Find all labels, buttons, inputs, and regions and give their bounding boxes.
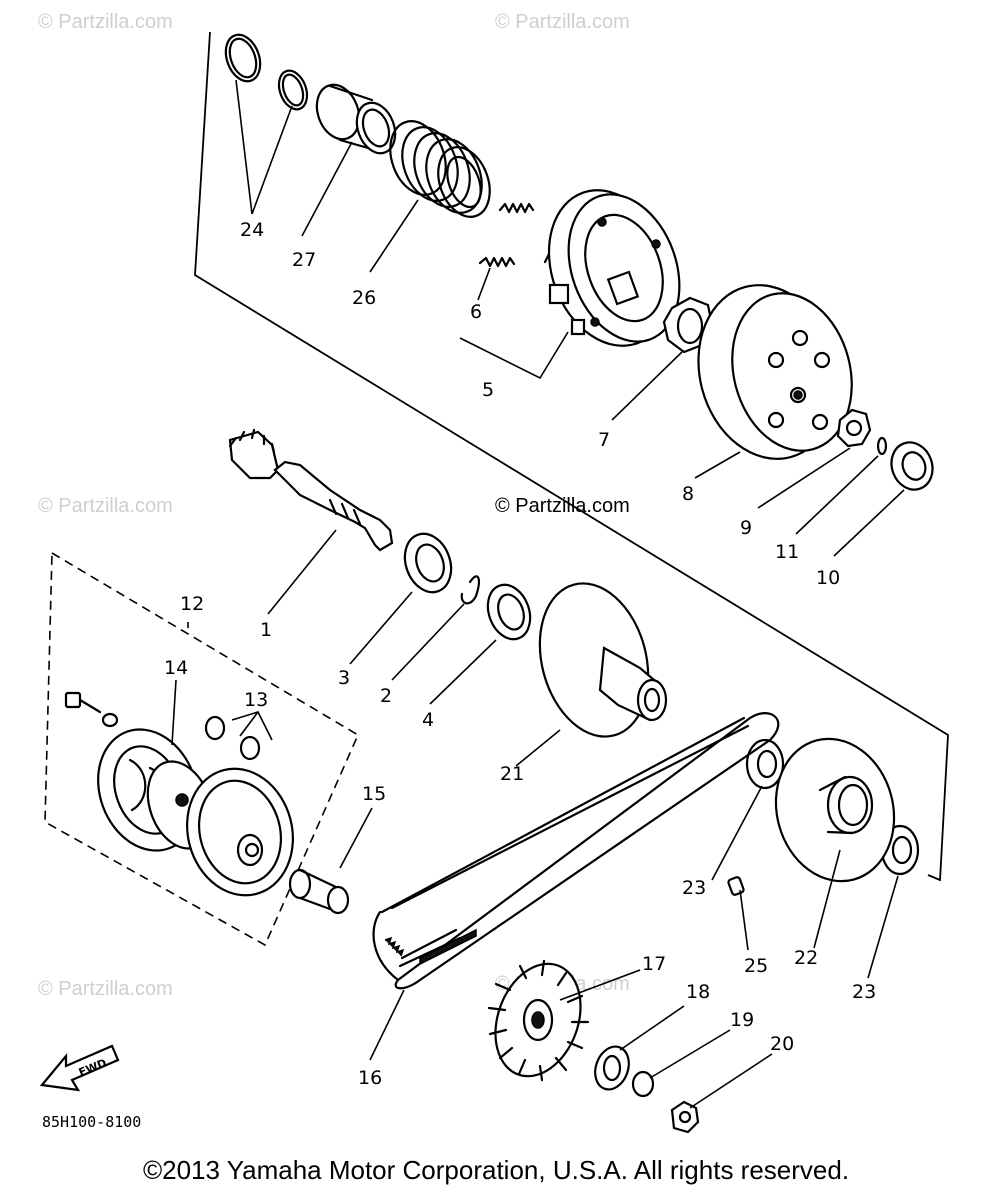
center-watermark: © Partzilla.com: [495, 495, 630, 517]
bearing-part-10: [890, 441, 934, 491]
callout-7: 7: [598, 429, 610, 451]
diagram-code: 85H100-8100: [42, 1113, 141, 1131]
v-belt-part-16: [372, 712, 780, 990]
callout-20: 20: [770, 1033, 794, 1055]
callout-15: 15: [362, 783, 386, 805]
callout-4: 4: [422, 709, 434, 731]
nut-part-18: [594, 1045, 630, 1091]
callout-16: 16: [358, 1067, 382, 1089]
nut-part-9: [836, 408, 872, 448]
watermarks: © Partzilla.com © Partzilla.com © Partzi…: [38, 11, 630, 1000]
callout-23-upper: 23: [682, 877, 706, 899]
callout-24: 24: [240, 219, 264, 241]
movable-sheave-part-14: [97, 728, 214, 852]
callout-27: 27: [292, 249, 316, 271]
clutch-carrier-part-5: [547, 189, 681, 347]
callout-18: 18: [686, 981, 710, 1003]
primary-fixed-sheave-part-21: [538, 582, 668, 738]
washer-part-11: [876, 436, 888, 456]
group-12-dashed-box: [44, 551, 360, 947]
bearing-part-3: [403, 532, 453, 594]
callout-3: 3: [338, 667, 350, 689]
washer-part-19: [631, 1070, 655, 1098]
spring-part-26: [389, 120, 491, 218]
callout-1: 1: [260, 619, 272, 641]
collar-part-15: [288, 868, 350, 915]
nut-part-20: [670, 1100, 700, 1134]
callout-21: 21: [500, 763, 524, 785]
pin-part-25: [727, 876, 745, 896]
leader-lines: [171, 79, 905, 1109]
collar-part-27: [315, 83, 397, 155]
watermark: © Partzilla.com: [38, 978, 173, 1000]
callout-labels: 24 27 26 6 5 7 8 9 11 10 1 3 2 4 21 12 1…: [164, 219, 876, 1089]
callout-10: 10: [816, 567, 840, 589]
o-ring-part-24: [224, 33, 309, 111]
callout-13: 13: [244, 689, 268, 711]
callout-14: 14: [164, 657, 188, 679]
callout-23-lower: 23: [852, 981, 876, 1003]
secondary-sheave-part-22: [774, 737, 896, 883]
fwd-arrow-icon: FWD: [39, 1044, 120, 1092]
assembly-frame: [194, 31, 949, 882]
watermark: © Partzilla.com: [38, 495, 173, 517]
weights-part-13: [204, 715, 261, 761]
shaft-part-1: [228, 428, 394, 552]
watermark: © Partzilla.com: [495, 11, 630, 33]
callout-9: 9: [740, 517, 752, 539]
clutch-housing-part-8: [697, 284, 853, 460]
callout-26: 26: [352, 287, 376, 309]
callout-11: 11: [775, 541, 799, 563]
callout-6: 6: [470, 301, 482, 323]
fan-part-17: [487, 959, 590, 1082]
callout-19: 19: [730, 1009, 754, 1031]
callout-5: 5: [482, 379, 494, 401]
callout-8: 8: [682, 483, 694, 505]
bearing-part-4: [486, 583, 532, 641]
bearing-part-23-upper: [745, 738, 785, 790]
watermark: © Partzilla.com: [38, 11, 173, 33]
callout-22: 22: [794, 947, 818, 969]
callout-17: 17: [642, 953, 666, 975]
callout-25: 25: [744, 955, 768, 977]
bolt-part-13: [64, 691, 119, 728]
callout-2: 2: [380, 685, 392, 707]
callout-12: 12: [180, 593, 204, 615]
circlip-part-2: [460, 575, 480, 605]
copyright-notice: ©2013 Yamaha Motor Corporation, U.S.A. A…: [142, 1155, 850, 1185]
primary-sliding-sheave-part-12: [186, 767, 294, 897]
